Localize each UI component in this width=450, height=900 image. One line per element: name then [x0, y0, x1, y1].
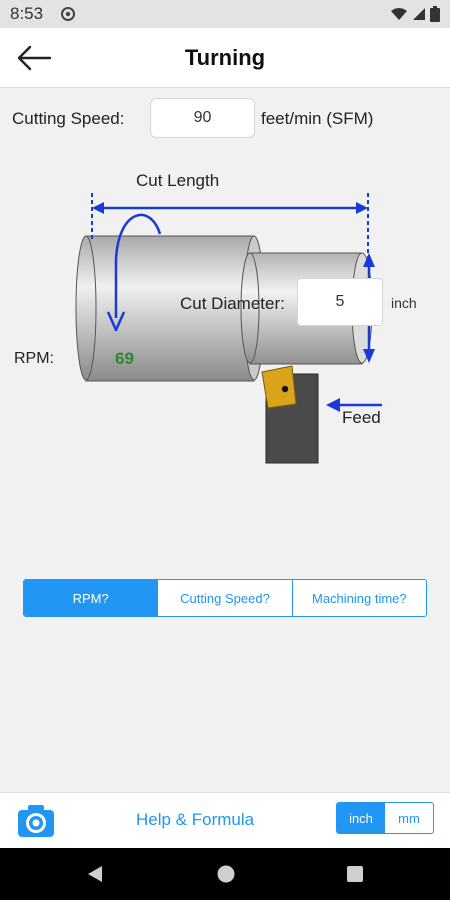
page-title: Turning [184, 45, 266, 70]
status-bar: 8:53 [0, 0, 450, 28]
nav-home-icon[interactable] [216, 864, 236, 884]
rpm-label: RPM: [14, 350, 54, 367]
feed-label: Feed [342, 408, 381, 427]
cut-length-dimension [91, 193, 369, 260]
cut-diameter-label: Cut Diameter: [180, 294, 285, 313]
mode-rpm-button[interactable]: RPM? [24, 580, 158, 616]
unit-mm-button[interactable]: mm [398, 810, 420, 826]
at-sign-icon [61, 7, 75, 21]
back-button[interactable] [12, 40, 56, 76]
mode-cutting-speed-button[interactable]: Cutting Speed? [157, 580, 291, 616]
cut-diameter-unit: inch [391, 295, 417, 311]
cutting-speed-row: Cutting Speed: feet/min (SFM) [0, 98, 450, 138]
cutting-speed-label: Cutting Speed: [12, 109, 125, 128]
calc-mode-selector: RPM? Cutting Speed? Machining time? [23, 579, 427, 617]
rpm-result-value: 69 [115, 349, 134, 368]
status-time: 8:53 [10, 4, 44, 23]
app-bar: Turning [0, 28, 450, 88]
nav-recents-icon[interactable] [346, 865, 364, 883]
help-formula-link[interactable]: Help & Formula [136, 810, 255, 829]
system-nav-bar [0, 848, 450, 900]
arrow-left-icon [17, 45, 52, 71]
unit-toggle: inch mm [336, 802, 434, 834]
nav-back-icon[interactable] [86, 864, 104, 884]
camera-button[interactable] [16, 801, 56, 841]
wifi-icon [391, 8, 407, 20]
battery-icon [430, 6, 440, 22]
signal-icon [413, 8, 425, 20]
cutting-tool [261, 365, 319, 464]
unit-inch-button[interactable]: inch [337, 803, 385, 833]
bottom-bar: Help & Formula inch mm [0, 792, 450, 848]
turning-diagram: Cut Length Cut Diameter: inch RPM: 69 Fe… [0, 150, 450, 480]
camera-icon [18, 805, 54, 837]
feed-arrow-icon [326, 398, 382, 412]
rotation-arrow-icon [106, 213, 162, 332]
cut-length-label: Cut Length [136, 171, 220, 190]
mode-machining-time-button[interactable]: Machining time? [291, 580, 426, 616]
cutting-speed-unit: feet/min (SFM) [261, 109, 374, 128]
status-icons [390, 6, 440, 22]
cut-diameter-input[interactable] [297, 278, 383, 326]
cutting-speed-input[interactable] [150, 98, 255, 138]
